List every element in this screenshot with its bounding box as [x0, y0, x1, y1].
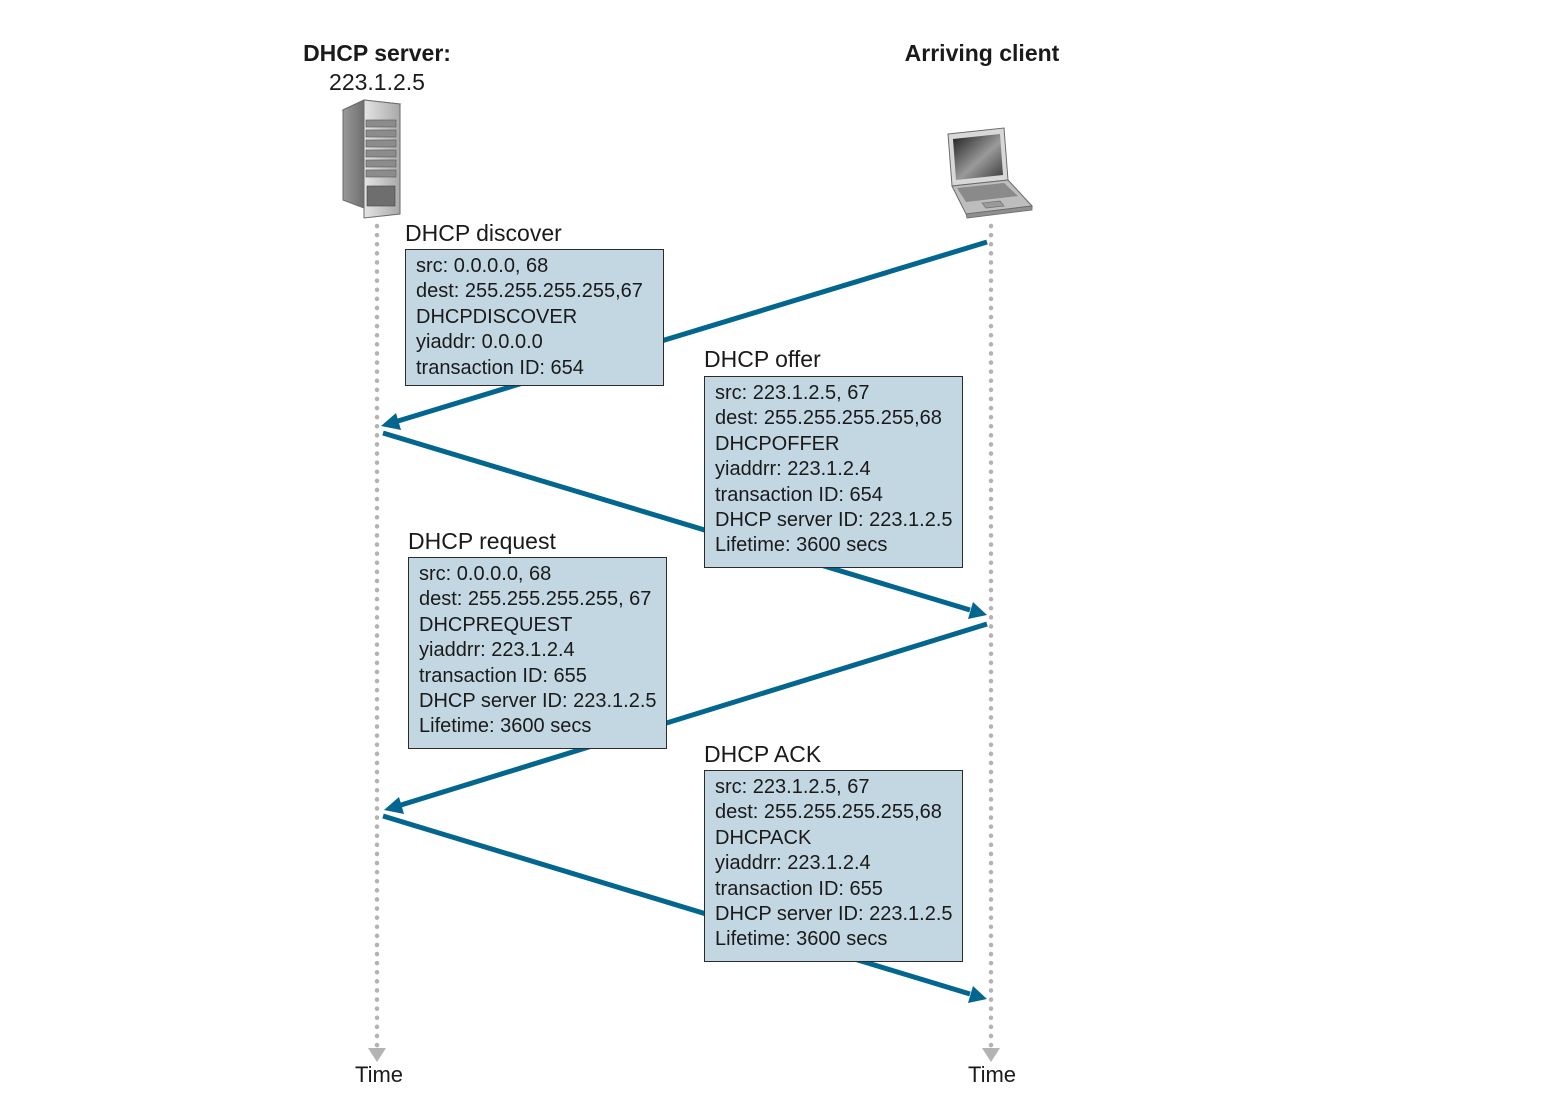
offer-label: DHCP offer [704, 346, 821, 372]
request-field: dest: 255.255.255.255, 67 [419, 588, 652, 611]
offer-field: DHCP server ID: 223.1.2.5 [715, 509, 953, 532]
request-label: DHCP request [408, 528, 556, 554]
ack-field: dest: 255.255.255.255,68 [715, 801, 942, 824]
offer-field: transaction ID: 654 [715, 483, 883, 506]
discover-label: DHCP discover [405, 220, 562, 246]
ack-field: src: 223.1.2.5, 67 [715, 776, 870, 798]
discover-field: src: 0.0.0.0, 68 [416, 255, 549, 277]
discover-field: transaction ID: 654 [416, 356, 584, 379]
client-timeline-arrowhead [982, 1048, 1000, 1062]
request-field: transaction ID: 655 [419, 664, 587, 687]
ack-arrow [382, 813, 987, 1003]
request-message-box: src: 0.0.0.0, 68 dest: 255.255.255.255, … [408, 557, 667, 749]
ack-field: DHCPACK [715, 826, 812, 849]
offer-field: DHCPOFFER [715, 432, 840, 455]
ack-field: transaction ID: 655 [715, 877, 883, 900]
client-time-label: Time [967, 1062, 1017, 1087]
discover-arrow [381, 239, 988, 430]
server-timeline-arrowhead [368, 1048, 386, 1062]
ack-field: yiaddrr: 223.1.2.4 [715, 852, 871, 875]
ack-field: Lifetime: 3600 secs [715, 928, 888, 951]
request-field: Lifetime: 3600 secs [419, 715, 592, 738]
server-time-label: Time [354, 1062, 404, 1087]
offer-field: src: 223.1.2.5, 67 [715, 382, 870, 404]
request-field: src: 0.0.0.0, 68 [419, 563, 552, 585]
server-tower-icon [341, 99, 402, 219]
offer-field: yiaddrr: 223.1.2.4 [715, 458, 871, 481]
offer-field: Lifetime: 3600 secs [715, 534, 888, 557]
request-arrow [384, 621, 988, 814]
ack-label: DHCP ACK [704, 741, 822, 767]
laptop-icon [947, 127, 1034, 219]
server-address: 223.1.2.5 [329, 69, 425, 95]
server-title-label: DHCP server: [303, 40, 451, 66]
offer-arrow [382, 430, 987, 619]
request-field: DHCPREQUEST [419, 613, 573, 636]
ack-field: DHCP server ID: 223.1.2.5 [715, 903, 953, 926]
server-title: DHCP server: 223.1.2.5 [277, 39, 477, 97]
discover-message-box: src: 0.0.0.0, 68 dest: 255.255.255.255,6… [405, 249, 664, 386]
offer-message-box: src: 223.1.2.5, 67 dest: 255.255.255.255… [704, 376, 963, 568]
discover-field: DHCPDISCOVER [416, 305, 578, 328]
request-field: yiaddrr: 223.1.2.4 [419, 639, 575, 662]
discover-field: yiaddr: 0.0.0.0 [416, 331, 543, 354]
discover-field: dest: 255.255.255.255,67 [416, 280, 643, 303]
client-title: Arriving client [904, 40, 1060, 66]
request-field: DHCP server ID: 223.1.2.5 [419, 690, 657, 713]
offer-field: dest: 255.255.255.255,68 [715, 407, 942, 430]
ack-message-box: src: 223.1.2.5, 67 dest: 255.255.255.255… [704, 770, 963, 962]
